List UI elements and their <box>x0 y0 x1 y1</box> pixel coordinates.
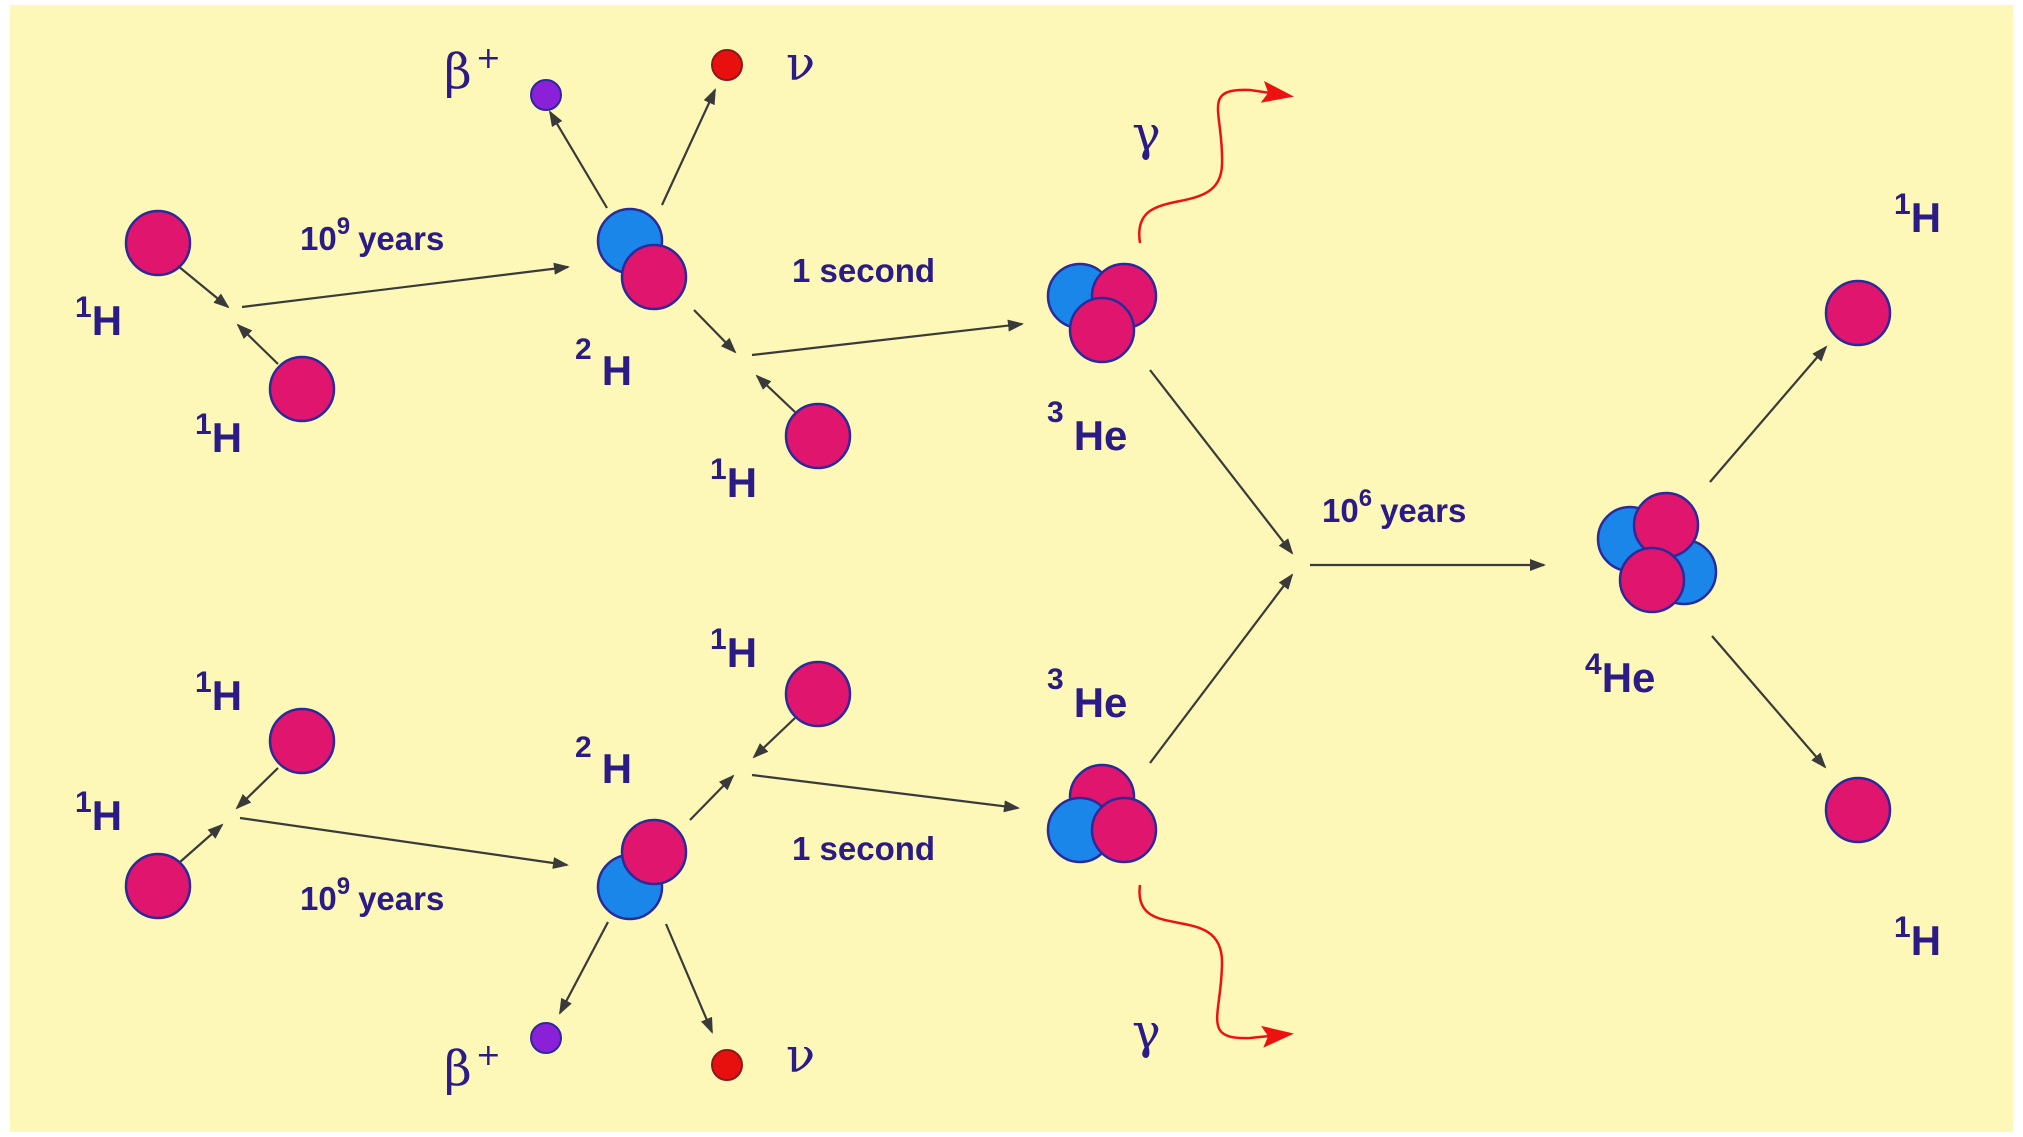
proton-bottom-1 <box>268 707 336 775</box>
neutrino-label-top: ν <box>786 36 815 92</box>
timescale-top-dp: 1 second <box>792 252 935 289</box>
positron-top <box>530 79 562 111</box>
positron-bottom <box>530 1022 562 1054</box>
arrow-he3-top-merge <box>1149 369 1294 555</box>
arrow-top-p1-in <box>177 265 230 309</box>
he4-proton-b <box>1618 546 1686 614</box>
h1-label-top-3: 1H <box>710 453 757 506</box>
proton-top-3 <box>784 402 852 470</box>
gamma-label-bottom: γ <box>1132 1004 1161 1060</box>
positron-label-top: β+ <box>444 41 501 100</box>
arrow-top-neutrino <box>661 88 716 206</box>
arrow-top-positron <box>548 110 608 209</box>
arrow-he3-bottom-merge <box>1149 573 1294 764</box>
h1-label-top-1: 1H <box>75 291 122 344</box>
arrow-top-d-in <box>693 309 737 354</box>
arrow-top-p2-in <box>236 323 279 365</box>
photon-wave-bottom <box>1138 884 1294 1048</box>
arrow-bottom-dp-fusion <box>751 773 1020 813</box>
arrow-he4-proton-top <box>1709 345 1828 483</box>
arrow-top-pp-fusion <box>241 262 570 309</box>
positron-label-bottom: β+ <box>444 1038 501 1097</box>
he4-label: 4He <box>1585 648 1655 701</box>
arrow-bottom-p2-in <box>179 823 224 863</box>
proton-top-2 <box>268 355 336 423</box>
arrow-bottom-neutrino <box>664 923 714 1034</box>
photon-wave-top <box>1138 80 1294 244</box>
neutrino-label-bottom: ν <box>786 1028 815 1084</box>
arrow-top-dp-fusion <box>751 319 1024 357</box>
proton-released-top <box>1824 279 1892 347</box>
h1-label-released-top: 1H <box>1894 188 1941 241</box>
arrow-bottom-p3-in <box>752 717 796 759</box>
neutrino-top <box>711 49 743 81</box>
arrow-top-p3-in <box>755 374 796 413</box>
proton-bottom-2 <box>124 852 192 920</box>
arrow-bottom-pp-fusion <box>239 816 569 869</box>
proton-released-bottom <box>1824 776 1892 844</box>
gamma-label-top: γ <box>1132 106 1161 162</box>
timescale-bottom-dp: 1 second <box>792 830 935 867</box>
deuteron-bottom-proton <box>620 818 688 886</box>
arrow-bottom-p1-in <box>235 767 279 810</box>
proton-top-1 <box>124 209 192 277</box>
h1-label-bottom-3: 1H <box>710 623 757 676</box>
arrow-bottom-positron <box>559 921 609 1015</box>
he3-top-proton-b <box>1068 296 1136 364</box>
h1-label-bottom-1: 1H <box>195 666 242 719</box>
deuteron-top-proton <box>620 243 688 311</box>
proton-bottom-3 <box>784 660 852 728</box>
neutrino-bottom <box>711 1049 743 1081</box>
h1-label-top-2: 1H <box>195 408 242 461</box>
he3-bottom-proton-b <box>1090 796 1158 864</box>
arrow-he4-proton-bottom <box>1711 635 1827 769</box>
h1-label-released-bottom: 1H <box>1894 911 1941 964</box>
arrow-bottom-d-out <box>689 774 735 821</box>
h1-label-bottom-2: 1H <box>75 786 122 839</box>
he4-proton-a <box>1632 491 1700 559</box>
